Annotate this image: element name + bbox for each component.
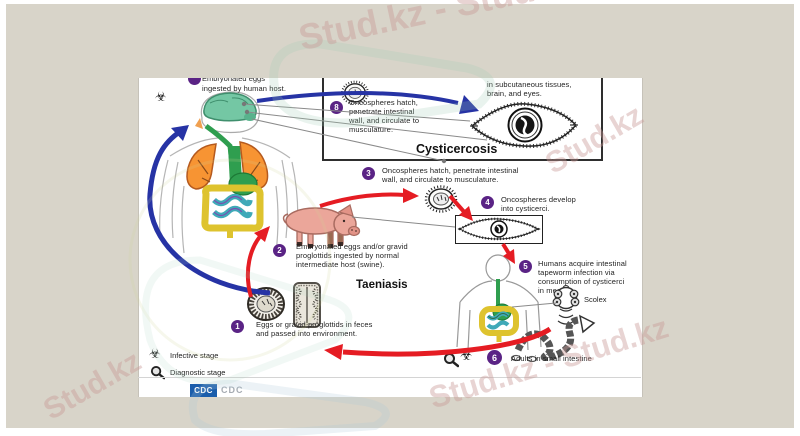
pig-illustration (282, 204, 361, 248)
biohazard-icon: ☣ (155, 90, 167, 105)
human-figure-illustration (159, 91, 299, 254)
proglottid-illustration (293, 282, 321, 328)
taeniasis-title: Taeniasis (356, 279, 408, 291)
egg-illustration (247, 287, 285, 321)
eye-illustration (468, 101, 579, 149)
step-7-text-clipped: Embryonated eggs (202, 78, 265, 83)
step-2-text: Embryonated eggs and/or gravid proglotti… (296, 242, 408, 269)
step-3-text: Oncospheres hatch, penetrate intestinal … (382, 166, 519, 184)
biohazard-icon-step6: ☣ (460, 348, 473, 364)
footer-divider (138, 377, 641, 378)
step-3-badge: 3 (362, 167, 375, 180)
cysticercosis-title: Cysticercosis (416, 142, 498, 156)
step-6-text: Adults in small intestine (511, 354, 592, 363)
cdc-logo: CDC (190, 384, 217, 397)
step-1-text: Eggs or gravid proglottids in feces and … (256, 320, 373, 338)
oncosphere-icon-mid (424, 185, 458, 213)
cysticercus-illustration (457, 217, 541, 241)
step-7-text: ingested by human host. (202, 84, 287, 93)
step-5-badge: 5 (519, 260, 532, 273)
step-8-text: Oncospheres hatch, penetrate intestinal … (349, 98, 420, 134)
biohazard-icon-legend: ☣ (149, 347, 161, 362)
cysticercosis-box-note: in subcutaneous tissues, brain, and eyes… (487, 80, 572, 98)
step-8-badge: 8 (330, 101, 343, 114)
step-6-badge: 6 (487, 350, 502, 365)
step-7-badge-clipped (188, 78, 201, 85)
cdc-wordmark: CDC (221, 385, 244, 394)
step-1-badge: 1 (231, 320, 244, 333)
legend-diagnostic-label: Diagnostic stage (170, 368, 226, 377)
scolex-label: Scolex (584, 295, 607, 304)
step-4-text: Oncospheres develop into cysticerci. (501, 195, 576, 213)
step-2-badge: 2 (273, 244, 286, 257)
legend-infective-label: Infective stage (170, 351, 219, 360)
step-4-badge: 4 (481, 196, 494, 209)
magnifier-icon-step6 (444, 353, 459, 368)
